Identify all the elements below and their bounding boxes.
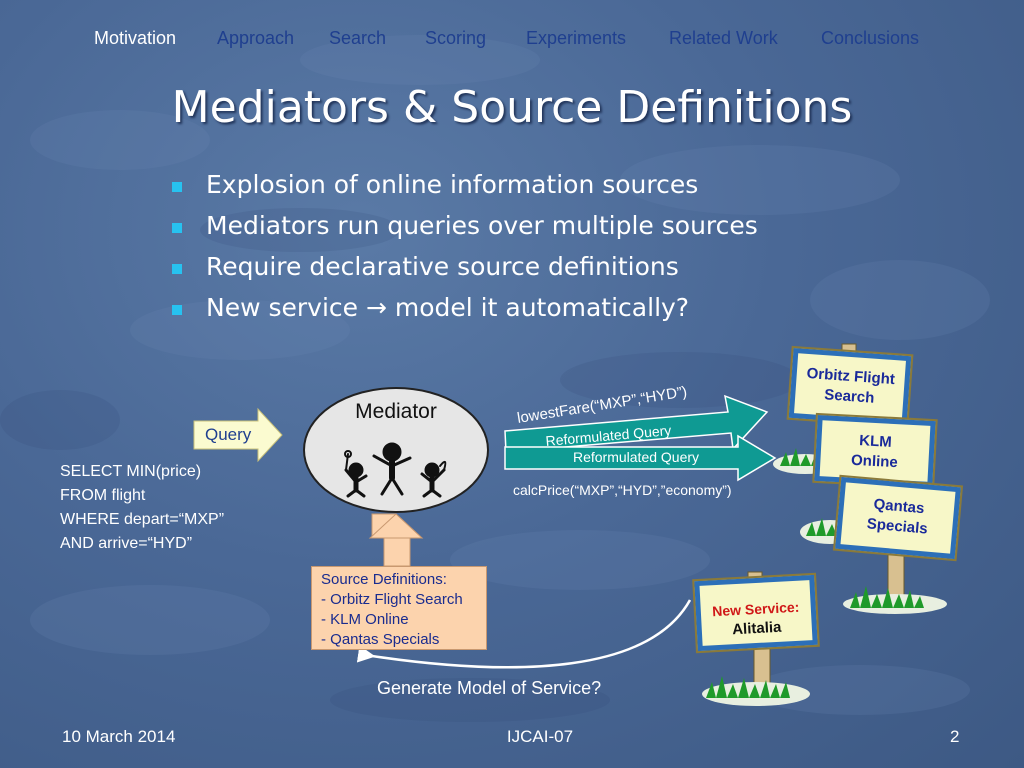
nav-item-conclusions[interactable]: Conclusions — [821, 28, 920, 48]
bullet-text-end: model it automatically? — [386, 293, 690, 322]
sql-line: FROM flight — [60, 487, 146, 504]
right-arrow-icon: → — [365, 293, 387, 322]
sql-query-text: SELECT MIN(price) FROM flight WHERE depa… — [60, 460, 224, 556]
generate-model-curve — [356, 599, 692, 669]
bullet-item: Require declarative source definitions — [170, 252, 930, 293]
sign-klm: KLM Online — [812, 412, 938, 490]
square-bullet-icon — [172, 305, 182, 315]
bullet-text: Explosion of online information sources — [206, 170, 699, 199]
reformulated-query-label-2: Reformulated Query — [572, 449, 700, 465]
mediator-figures-icon — [344, 442, 447, 498]
query-arrow — [193, 407, 283, 463]
nav-item-scoring[interactable]: Scoring — [425, 28, 487, 48]
bullet-text: New service → model it automatically? — [206, 293, 689, 322]
sql-line: AND arrive=“HYD” — [60, 535, 193, 552]
footer-conference: IJCAI-07 — [506, 727, 574, 746]
query-label: Query — [205, 425, 252, 444]
reformulated-query-arrow-klm — [504, 434, 777, 482]
mediator-label: Mediator — [355, 400, 437, 423]
sql-line: SELECT MIN(price) — [60, 463, 202, 480]
generate-model-label: Generate Model of Service? — [377, 678, 602, 698]
sign-orbitz: Orbitz Flight Search — [786, 345, 914, 429]
sign-alitalia: New Service: Alitalia — [692, 572, 820, 654]
source-definitions-box: Source Definitions: - Orbitz Flight Sear… — [311, 566, 487, 650]
source-definition-item: - Orbitz Flight Search — [321, 591, 463, 608]
nav-item-search[interactable]: Search — [329, 28, 387, 48]
nav-item-experiments[interactable]: Experiments — [526, 28, 627, 48]
bullet-list: Explosion of online information sources … — [170, 170, 930, 334]
bullet-item: Explosion of online information sources — [170, 170, 930, 211]
bullet-text: Mediators run queries over multiple sour… — [206, 211, 758, 240]
bullet-item: New service → model it automatically? — [170, 293, 930, 334]
sign-qantas: Qantas Specials — [832, 474, 964, 562]
square-bullet-icon — [172, 264, 182, 274]
square-bullet-icon — [172, 223, 182, 233]
source-definitions-arrowhead — [368, 513, 424, 539]
bullet-text-start: New service — [206, 293, 366, 322]
square-bullet-icon — [172, 182, 182, 192]
sign-line: Online — [850, 451, 899, 472]
section-nav: Motivation Approach Search Scoring Exper… — [0, 28, 1024, 52]
nav-item-approach[interactable]: Approach — [217, 28, 295, 48]
nav-item-motivation[interactable]: Motivation — [94, 28, 177, 48]
source-definition-item: - Qantas Specials — [321, 631, 440, 648]
calc-price-call: calcPrice(“MXP”,“HYD”,”economy”) — [513, 482, 732, 498]
footer-page-number: 2 — [950, 727, 960, 746]
sql-line: WHERE depart=“MXP” — [60, 511, 225, 528]
slide-title: Mediators & Source Definitions — [171, 82, 853, 133]
nav-item-related-work[interactable]: Related Work — [669, 28, 778, 48]
footer-date: 10 March 2014 — [62, 727, 176, 746]
bullet-item: Mediators run queries over multiple sour… — [170, 211, 930, 252]
source-definition-item: - KLM Online — [321, 611, 409, 628]
source-definitions-title: Source Definitions: — [321, 571, 447, 588]
bullet-text: Require declarative source definitions — [206, 252, 679, 281]
